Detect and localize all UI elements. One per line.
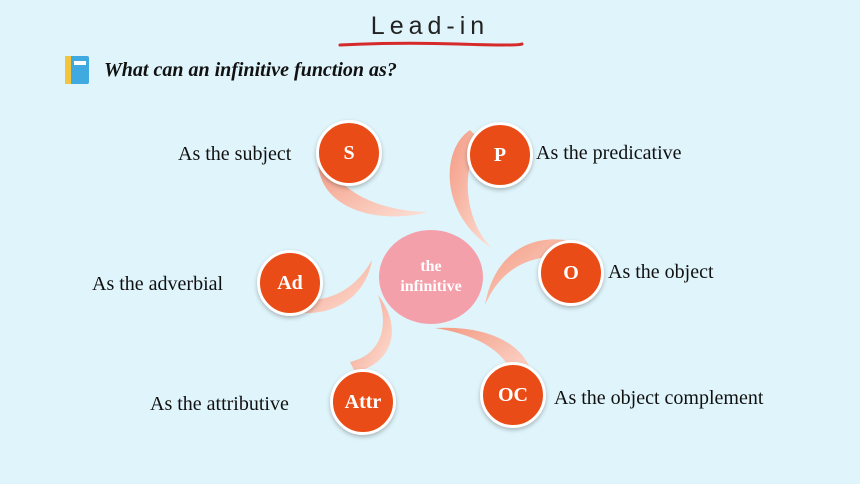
node-adverbial-abbr: Ad [277, 271, 303, 294]
node-attributive: Attr [330, 369, 396, 435]
label-adverbial: As the adverbial [92, 273, 224, 295]
label-attributive: As the attributive [150, 393, 289, 415]
swirl-arm-attr [350, 295, 392, 372]
book-icon [65, 56, 89, 84]
node-attributive-abbr: Attr [344, 390, 382, 413]
node-subject: S [316, 120, 382, 186]
node-predicative-abbr: P [493, 143, 507, 166]
swirl-arm-p [449, 130, 492, 248]
title-underline [338, 41, 524, 47]
swirl-arm-s [318, 160, 428, 217]
center-line-2: infinitive [400, 278, 462, 295]
label-predicative: As the predicative [536, 142, 682, 164]
label-object: As the object [608, 261, 714, 283]
node-subject-abbr: S [343, 141, 355, 164]
question-text: What can an infinitive function as? [104, 59, 397, 81]
page-title: Lead-in [370, 12, 490, 40]
node-adverbial: Ad [257, 250, 323, 316]
node-object-complement: OC [480, 362, 546, 428]
center-node: the infinitive [379, 230, 483, 324]
node-object-complement-abbr: OC [498, 383, 528, 406]
center-line-1: the [420, 258, 442, 275]
node-object: O [538, 240, 604, 306]
label-object-complement: As the object complement [554, 387, 764, 409]
node-object-abbr: O [563, 261, 579, 284]
node-predicative: P [467, 122, 533, 188]
label-subject: As the subject [178, 143, 292, 165]
